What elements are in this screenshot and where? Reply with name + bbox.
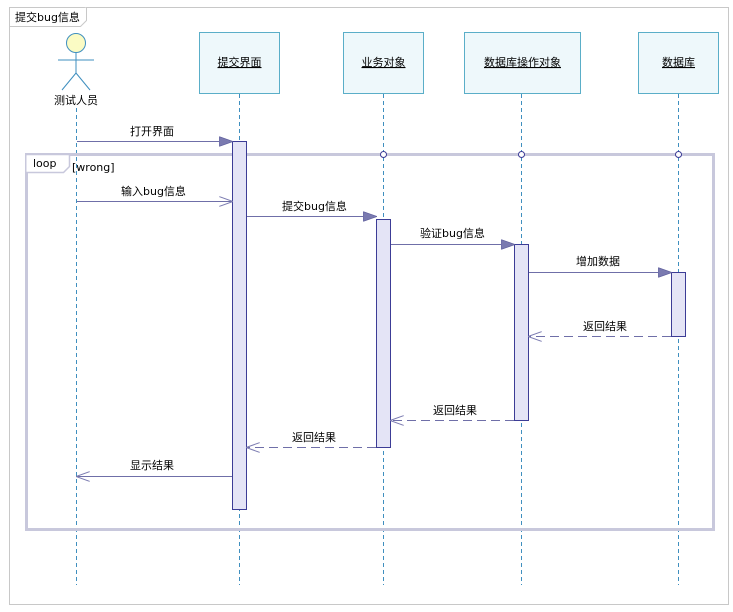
message-label: 提交bug信息 (282, 199, 347, 213)
message-return-result-db[interactable]: 返回结果 (529, 320, 671, 337)
actor-right-leg (75, 72, 91, 91)
message-return-result-db-op[interactable]: 返回结果 (391, 404, 514, 421)
activation-business-object[interactable] (376, 219, 391, 448)
lifeline-submit-ui[interactable]: 提交界面 (199, 32, 280, 94)
frame-title-tab (9, 7, 87, 27)
lifeline-label: 数据库操作对象 (484, 55, 561, 69)
frame-title: 提交bug信息 (15, 10, 80, 24)
message-add-data[interactable]: 增加数据 (529, 254, 671, 273)
lifeline-label: 提交界面 (218, 55, 262, 69)
lifeline-database[interactable]: 数据库 (638, 32, 719, 94)
actor-tester[interactable]: 测试人员 (54, 33, 98, 108)
activation-submit-ui[interactable] (232, 141, 247, 510)
message-label: 增加数据 (576, 254, 620, 268)
gate-marker (380, 151, 387, 158)
loop-guard: [wrong] (72, 161, 115, 174)
lifeline-db-operation-object[interactable]: 数据库操作对象 (464, 32, 581, 94)
message-submit-bug-info[interactable]: 提交bug信息 (247, 199, 376, 217)
actor-left-leg (61, 72, 77, 91)
message-open-ui[interactable]: 打开界面 (77, 124, 232, 142)
message-show-result[interactable]: 显示结果 (77, 459, 232, 477)
diagram-frame (9, 7, 729, 605)
activation-database[interactable] (671, 272, 686, 337)
activation-db-operation-object[interactable] (514, 244, 529, 421)
message-label: 显示结果 (130, 459, 174, 472)
actor-label: 测试人员 (54, 94, 98, 107)
lifeline-business-object[interactable]: 业务对象 (343, 32, 424, 94)
gate-marker (675, 151, 682, 158)
message-validate-bug-info[interactable]: 验证bug信息 (391, 226, 514, 245)
loop-keyword: loop (33, 157, 57, 170)
lifeline-label: 数据库 (662, 55, 695, 69)
message-label: 输入bug信息 (121, 184, 186, 198)
lifeline-label: 业务对象 (362, 55, 406, 69)
message-label: 打开界面 (130, 124, 174, 138)
message-label: 返回结果 (583, 320, 627, 333)
message-return-result-business[interactable]: 返回结果 (247, 431, 376, 448)
actor-head (66, 33, 86, 53)
message-label: 验证bug信息 (420, 226, 485, 240)
message-label: 返回结果 (292, 431, 336, 444)
message-label: 返回结果 (433, 404, 477, 417)
loop-fragment[interactable]: loop [wrong] (25, 153, 715, 531)
message-input-bug-info[interactable]: 输入bug信息 (77, 184, 232, 202)
gate-marker (518, 151, 525, 158)
